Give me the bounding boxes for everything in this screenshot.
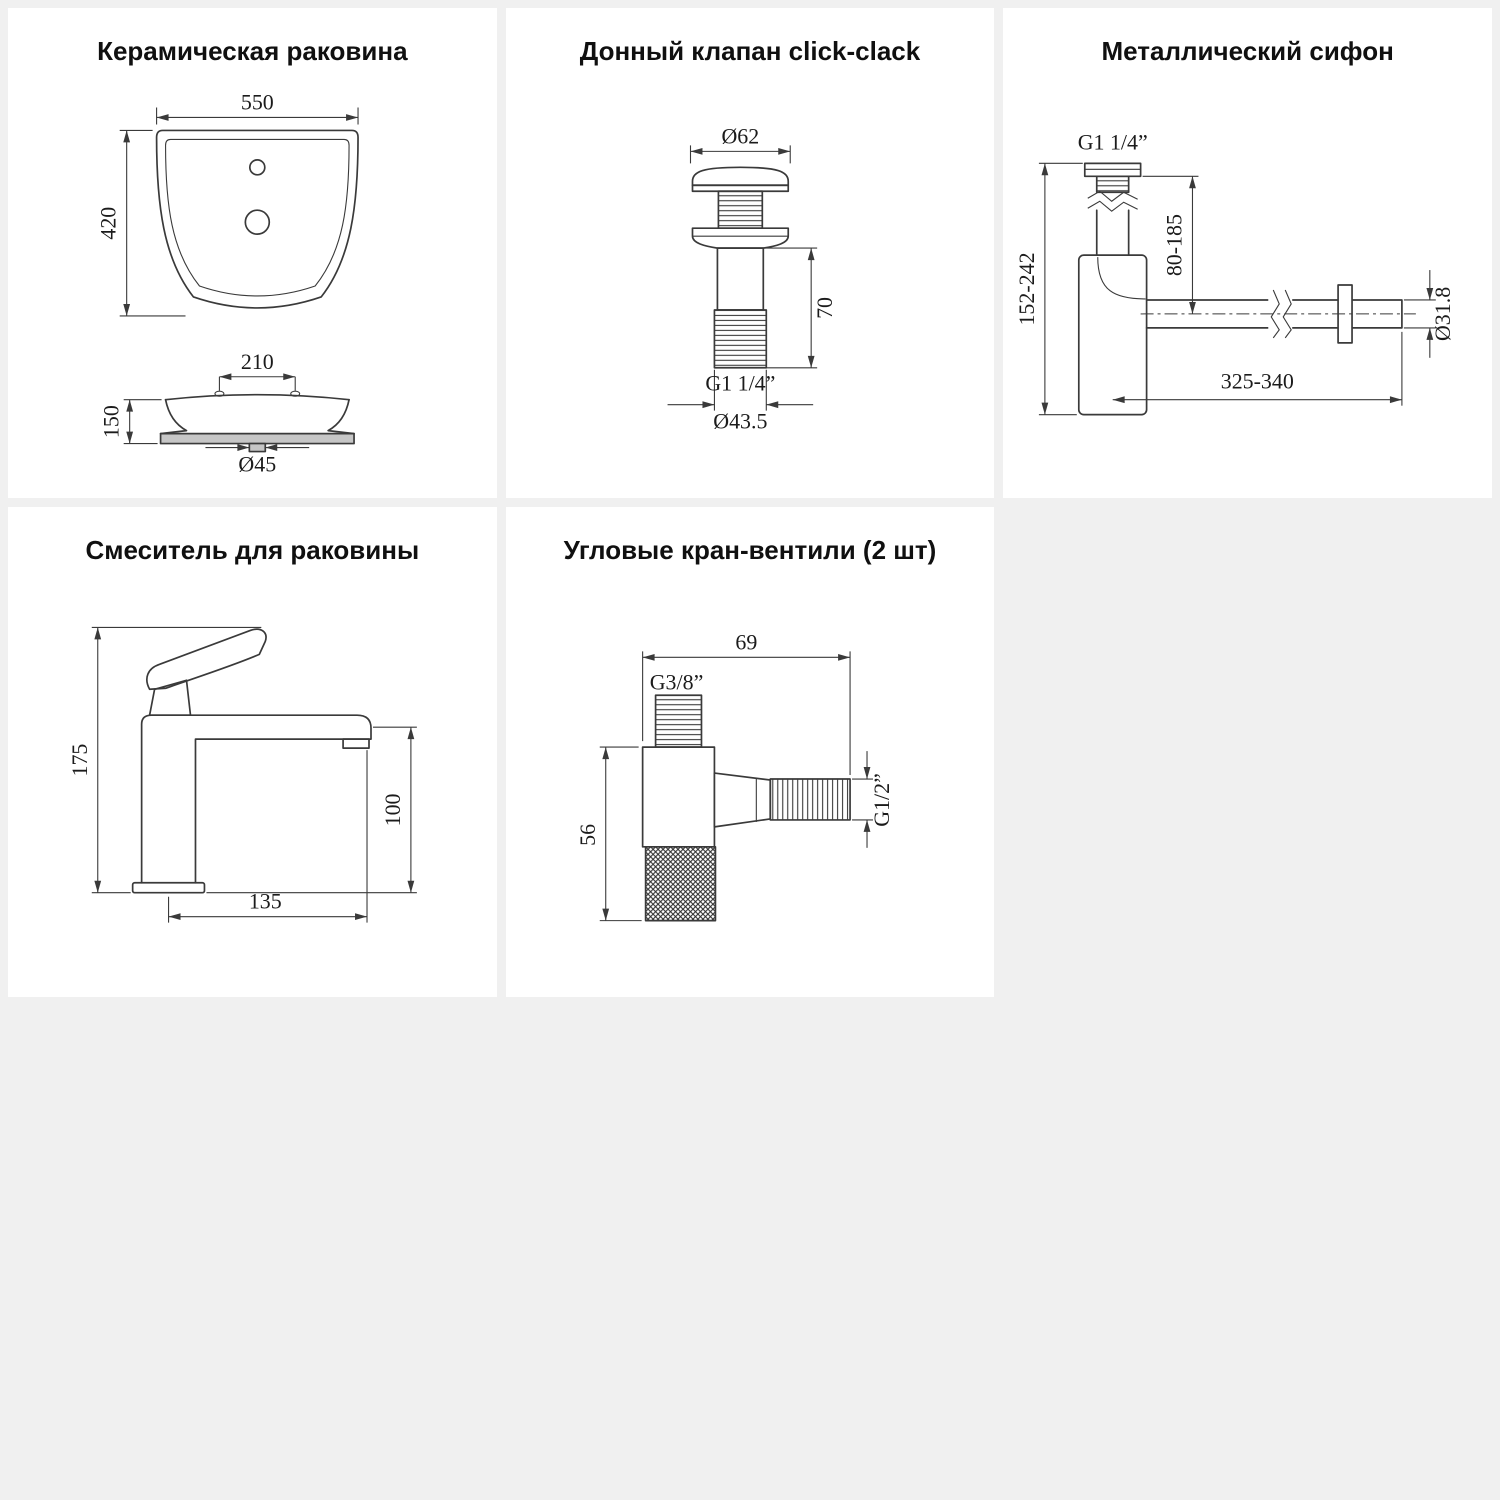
sink-dim-width: 550	[241, 89, 274, 114]
angle-valve-outlet-dimension	[851, 751, 873, 848]
siphon-inlet-dimension	[1142, 175, 1199, 314]
empty-cell	[1003, 507, 1492, 997]
drain-valve-dim-height: 70	[812, 297, 837, 319]
panel-sink-title: Керамическая раковина	[97, 35, 408, 66]
drain-valve-thread-dimension	[667, 369, 813, 411]
sink-width-dimension	[156, 107, 359, 125]
drain-valve-dim-cap: Ø62	[721, 123, 759, 148]
siphon-height-dimension	[1039, 162, 1084, 416]
panel-angle-valves: Угловые кран-вентили (2 шт) 69 G3/8”	[505, 507, 995, 997]
mixer-spout-dimension	[206, 726, 417, 894]
sink-dim-height: 420	[96, 207, 121, 240]
drain-valve-dim-thread: G1 1/4”	[705, 371, 775, 396]
siphon-dim-length: 325-340	[1221, 369, 1294, 394]
angle-valve-height-dimension	[599, 746, 642, 922]
drawings-grid: Керамическая раковина 550 420	[8, 8, 1492, 997]
siphon-body	[1078, 162, 1417, 416]
drain-valve-height-dimension	[764, 247, 817, 369]
angle-valve-dim-width: 69	[735, 629, 757, 654]
mixer-drawing: 175 100 135	[67, 626, 417, 923]
panel-siphon-title: Металлический сифон	[1101, 35, 1394, 66]
siphon-drawing: G1 1/4” 80-185	[1014, 129, 1455, 416]
siphon-length-dimension	[1113, 331, 1403, 406]
sink-dim-depth: 150	[99, 405, 124, 438]
drain-valve-dim-diameter: Ø43.5	[713, 409, 767, 434]
panel-angle-valves-title: Угловые кран-вентили (2 шт)	[563, 534, 937, 565]
panel-mixer-title: Смеситель для раковины	[85, 534, 420, 565]
drain-valve-cap-dimension	[689, 145, 791, 164]
angle-valve-dim-height: 56	[574, 824, 599, 846]
mixer-height-dimension	[91, 626, 262, 894]
angle-valve-dim-inlet-thread: G3/8”	[649, 669, 703, 694]
angle-valve-drawing: 69 G3/8” G1/2” 56	[574, 629, 894, 922]
sink-front-view	[155, 129, 359, 309]
angle-valve-body	[641, 694, 851, 922]
siphon-dim-height: 152-242	[1014, 252, 1039, 325]
angle-valve-width-dimension	[641, 651, 851, 776]
panel-drain-valve: Донный клапан click-clack Ø62	[505, 8, 995, 498]
mixer-dim-spout: 100	[380, 793, 405, 826]
sink-depth-dimension	[123, 399, 162, 445]
sink-hole-spacing-dimension	[218, 373, 296, 391]
panel-siphon: Металлический сифон G1 1/4”	[1003, 8, 1492, 498]
sink-dim-drain: Ø45	[238, 451, 276, 476]
mixer-dim-height: 175	[67, 744, 92, 777]
panel-mixer: Смеситель для раковины 175 1	[8, 507, 497, 997]
angle-valve-dim-outlet-thread: G1/2”	[869, 773, 894, 827]
sink-drawing: 550 420 210	[96, 89, 359, 476]
siphon-dim-thread: G1 1/4”	[1078, 129, 1148, 154]
mixer-reach-dimension	[168, 750, 368, 923]
mixer-dim-reach: 135	[249, 889, 282, 914]
drain-valve-drawing: Ø62 70 G1 1/4” Ø43.5	[667, 123, 837, 434]
sink-dim-hole-spacing: 210	[241, 349, 274, 374]
sink-side-profile	[159, 390, 355, 453]
siphon-pipe-dimension	[1404, 270, 1437, 358]
panel-sink: Керамическая раковина 550 420	[8, 8, 497, 498]
drain-valve-body	[691, 166, 789, 369]
panel-drain-valve-title: Донный клапан click-clack	[579, 35, 921, 66]
mixer-body	[131, 628, 372, 894]
sink-height-dimension	[119, 129, 186, 317]
siphon-dim-inlet: 80-185	[1162, 214, 1187, 276]
siphon-dim-pipe: Ø31.8	[1430, 287, 1455, 341]
